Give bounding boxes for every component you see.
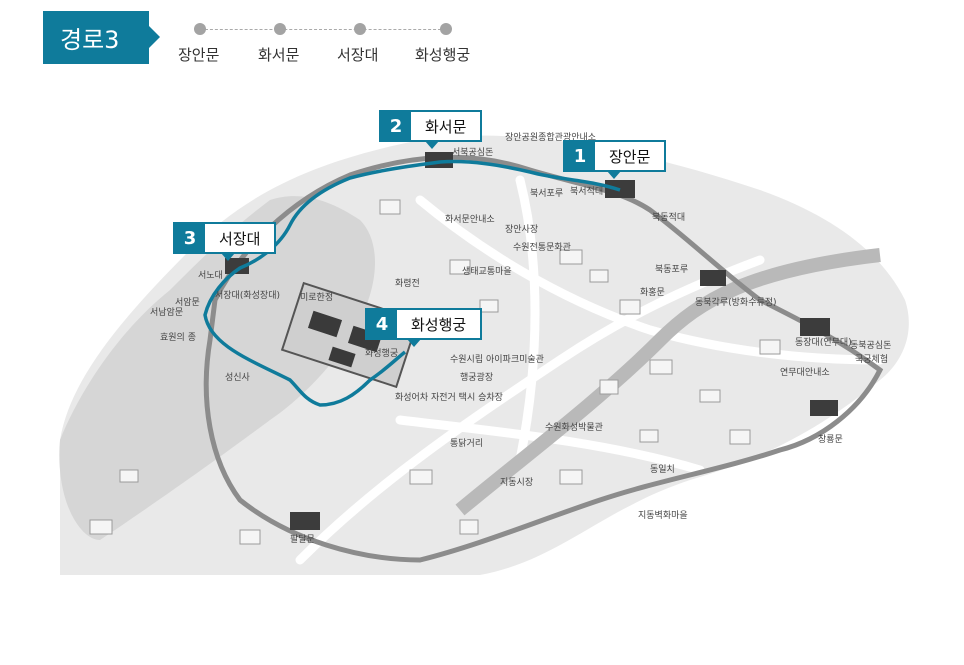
poi-food-street: 통닭거리	[450, 439, 484, 449]
step-label-4[interactable]: 화성행궁	[415, 46, 471, 64]
poi-paldalmun: 팔달문	[290, 535, 315, 545]
step-dot-2	[274, 23, 286, 35]
poi-hwaseong-museum: 수원화성박물관	[545, 423, 603, 433]
poi-seoun: 서암문	[175, 298, 200, 308]
callout-janganmun[interactable]: 1 장안문	[563, 140, 667, 179]
poi-hwaseong-driving: 화성어차 자전거 택시 승차장	[395, 393, 503, 403]
route-tag: 경로3	[43, 11, 160, 64]
poi-banghwasuryujeong: 동북각루(방화수류정)	[695, 298, 777, 308]
step-label-3[interactable]: 서장대	[337, 46, 379, 64]
suwoncheon-stream	[455, 248, 881, 516]
poi-haenggung-sign: 화성행궁	[365, 349, 399, 359]
route-steps: 장안문 화서문 서장대 화성행궁	[0, 0, 964, 80]
poi-haenggung-plaza: 행궁광장	[460, 373, 494, 383]
route-path	[203, 159, 621, 407]
road-east	[415, 195, 885, 365]
poi-bukseo-jeokdae: 북서적대	[570, 187, 604, 197]
poi-seonobu: 서노대	[198, 271, 223, 281]
poi-jangan-info: 장안공원종합관광안내소	[505, 133, 597, 143]
callout-name: 화서문	[425, 117, 467, 136]
callout-number: 3	[175, 224, 205, 252]
callout-number: 2	[381, 112, 411, 140]
poi-mipyeon: 미로한정	[300, 293, 334, 303]
callout-name: 장안문	[609, 147, 651, 166]
poi-saenghwal: 생태교통마을	[462, 267, 512, 277]
poi-seonam: 서남암문	[150, 308, 184, 318]
poi-bukdong-poru: 북동포루	[655, 265, 689, 275]
callout-seojangdae[interactable]: 3 서장대	[173, 222, 277, 261]
fortress-wall	[203, 154, 884, 563]
callout-number: 1	[565, 142, 595, 170]
poi-dongbuk: 동북공심돈	[850, 341, 892, 351]
step-dot-3	[354, 23, 366, 35]
poi-hwaseomun-info: 화서문안내소	[445, 215, 495, 225]
poi-hwahongmun: 화홍문	[640, 288, 665, 298]
poi-yeonmudae-info: 연무대안내소	[780, 368, 830, 378]
poi-jangan-sajang: 장안사장	[505, 225, 539, 235]
callout-name: 화성행궁	[411, 315, 467, 334]
poi-hwaryeongjeon: 화령전	[395, 279, 420, 289]
dongjangdae-pavilion	[800, 318, 830, 336]
callout-hwaseomun[interactable]: 2 화서문	[379, 110, 483, 149]
poi-jidong-mural: 지동벽화마을	[638, 511, 688, 521]
poi-seobuk: 서북공심돈	[452, 148, 494, 158]
step-label-1[interactable]: 장안문	[178, 46, 220, 64]
paldalmun-gate	[290, 512, 320, 530]
poi-seongsinsa: 성신사	[225, 373, 250, 383]
step-dot-1	[194, 23, 206, 35]
route-label: 경로3	[60, 26, 120, 54]
poi-gukgung: 국궁체험	[855, 355, 889, 365]
poi-suwon-culture: 수원전통문화관	[513, 243, 571, 253]
poi-bukseo-poru: 북서포루	[530, 189, 564, 199]
step-dot-4	[440, 23, 452, 35]
callout-haenggung[interactable]: 4 화성행궁	[365, 308, 483, 347]
road-main	[295, 255, 765, 565]
seojangdae-pavilion	[225, 258, 249, 274]
poi-dongil: 동일치	[650, 465, 675, 475]
paldalsan-mountain	[59, 196, 375, 540]
callout-name: 서장대	[219, 229, 261, 248]
road-north-south	[515, 175, 540, 465]
step-connector	[200, 29, 446, 30]
poi-bukdong-jeokdae: 북동적대	[652, 213, 686, 223]
step-label-2[interactable]: 화서문	[258, 46, 300, 64]
hwahongmun-gate	[700, 270, 726, 286]
poi-seojangdae-sign: 서장대(화성장대)	[215, 291, 280, 301]
poi-dongjangdae: 동장대(연무대)	[795, 338, 852, 348]
changnyongmun-gate	[810, 400, 838, 416]
poi-suwon-art: 수원시립 아이파크미술관	[450, 355, 544, 365]
poi-changnyongmun: 창룡문	[818, 435, 843, 445]
callout-number: 4	[367, 310, 397, 338]
poi-jidong: 지동시장	[500, 478, 534, 488]
poi-hyowon: 효원의 종	[160, 333, 196, 343]
